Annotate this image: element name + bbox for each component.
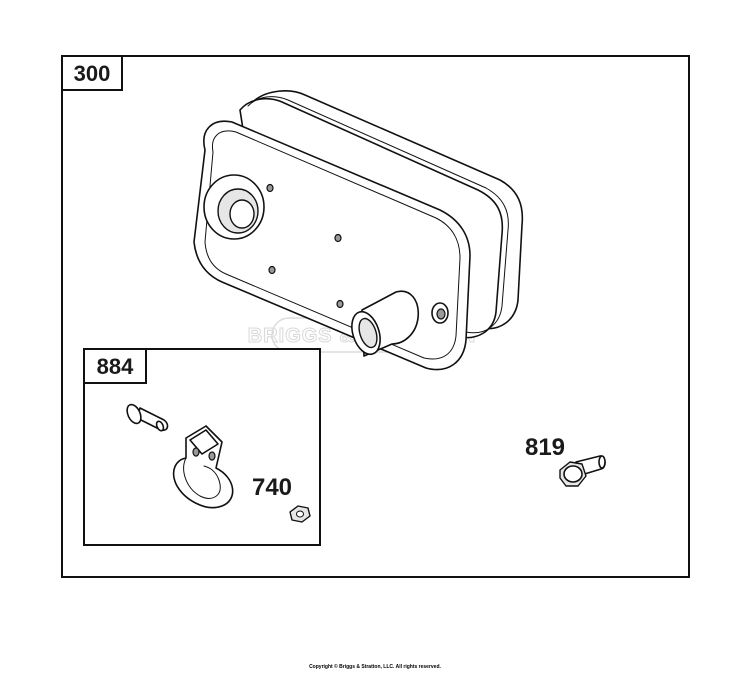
copyright-notice: Copyright © Briggs & Stratton, LLC. All …	[309, 664, 441, 670]
main-box-label-frame	[61, 55, 123, 91]
kit-box-label: 884	[97, 354, 134, 379]
flange-bolt	[559, 455, 606, 487]
callout-740: 740	[252, 474, 292, 501]
exhaust-clamp	[172, 425, 234, 509]
hex-nut	[289, 505, 311, 523]
main-frame	[61, 55, 690, 578]
carriage-bolt	[126, 403, 169, 432]
muffler	[193, 90, 524, 371]
callout-819: 819	[525, 434, 565, 461]
kit-box-label-frame	[83, 348, 147, 384]
main-box-label: 300	[74, 61, 111, 86]
